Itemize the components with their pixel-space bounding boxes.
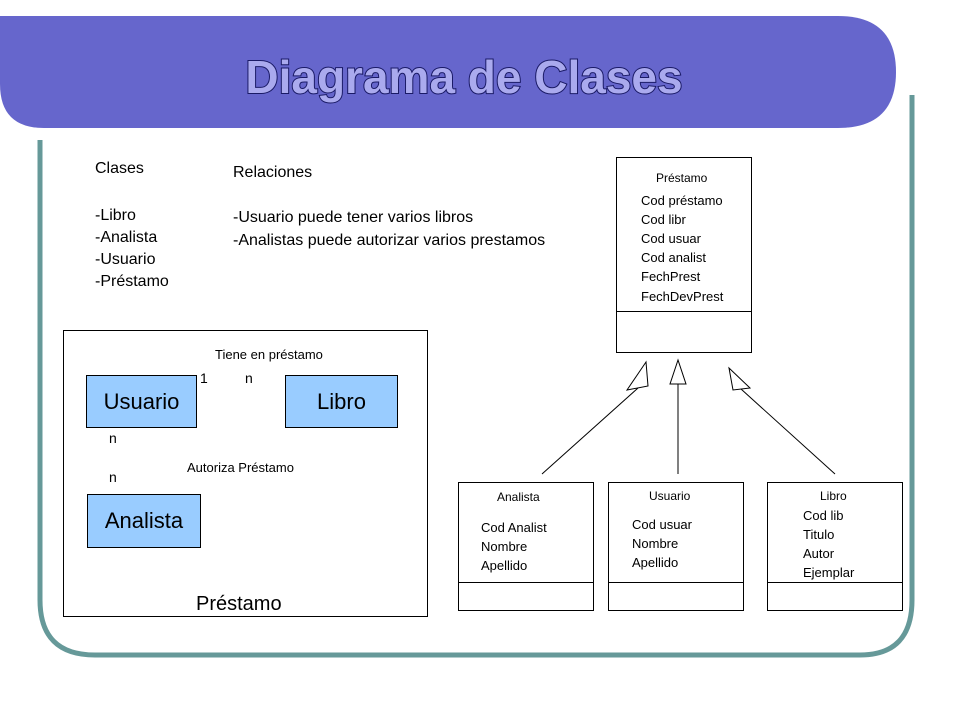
clases-heading: Clases (95, 160, 144, 177)
multiplicity-right: n (245, 370, 253, 386)
analista-class: Analista (87, 494, 201, 548)
relaciones-item-2: -Analistas puede autorizar varios presta… (233, 232, 546, 249)
usuario-attr-3: Apellido (632, 555, 679, 570)
libro-attr-4: Ejemplar (803, 565, 855, 580)
libro-attr-2: Titulo (803, 527, 835, 542)
analista-compartment-divider (459, 582, 593, 583)
prestamo-attr-cod-analist: Cod analist (641, 250, 707, 265)
multiplicity-bottom: n (109, 469, 117, 485)
inheritance-connectors (541, 358, 836, 475)
prestamo-class-name: Préstamo (656, 171, 708, 185)
association-label: Tiene en préstamo (215, 347, 323, 362)
prestamo-attr-cod-libr: Cod libr (641, 212, 686, 227)
prestamo-compartment-divider (617, 311, 751, 312)
clases-item-usuario: -Usuario (95, 251, 156, 268)
usuario-subclass-name: Usuario (649, 489, 691, 503)
prestamo-attr-cod-usuar: Cod usuar (641, 231, 701, 246)
multiplicity-top: n (109, 430, 117, 446)
relaciones-item-1: -Usuario puede tener varios libros (233, 209, 474, 226)
usuario-class: Usuario (86, 375, 197, 428)
inheritance-line-libro (740, 388, 836, 475)
analista-subclass-box (458, 482, 594, 611)
slide-title: Diagrama de Clases (245, 51, 682, 103)
clases-item-prestamo: -Préstamo (95, 273, 169, 290)
inheritance-arrowhead-right (728, 366, 752, 391)
clases-item-libro: -Libro (95, 207, 136, 224)
title-banner (0, 16, 896, 128)
prestamo-class-box (616, 157, 752, 353)
usuario-compartment-divider (609, 582, 743, 583)
clases-item-analista: -Analista (95, 229, 158, 246)
package-label: Préstamo (196, 593, 282, 615)
analista-attr-1: Cod Analist (481, 520, 547, 535)
prestamo-attr-cod-prestamo: Cod préstamo (641, 193, 723, 208)
frame-border (37, 95, 915, 658)
libro-attr-1: Cod lib (803, 508, 844, 523)
inheritance-arrowhead-center (669, 358, 687, 385)
relaciones-heading: Relaciones (233, 164, 313, 181)
prestamo-attr-fechdevprest: FechDevPrest (641, 289, 724, 304)
libro-compartment-divider (768, 582, 902, 583)
analista-subclass-name: Analista (497, 490, 540, 504)
libro-subclass-box (767, 482, 903, 611)
libro-attr-3: Autor (803, 546, 835, 561)
libro-class: Libro (285, 375, 398, 428)
prestamo-attr-fechprest: FechPrest (641, 269, 701, 284)
inheritance-line-analista (541, 387, 639, 475)
authorization-label: Autoriza Préstamo (187, 460, 294, 475)
multiplicity-left: 1 (200, 370, 208, 386)
libro-subclass-name: Libro (820, 489, 847, 503)
analista-attr-2: Nombre (481, 539, 528, 554)
usuario-attr-1: Cod usuar (632, 517, 692, 532)
analista-attr-3: Apellido (481, 558, 528, 573)
usuario-attr-2: Nombre (632, 536, 679, 551)
inheritance-arrowhead-left (625, 360, 649, 391)
usuario-subclass-box (608, 482, 744, 611)
